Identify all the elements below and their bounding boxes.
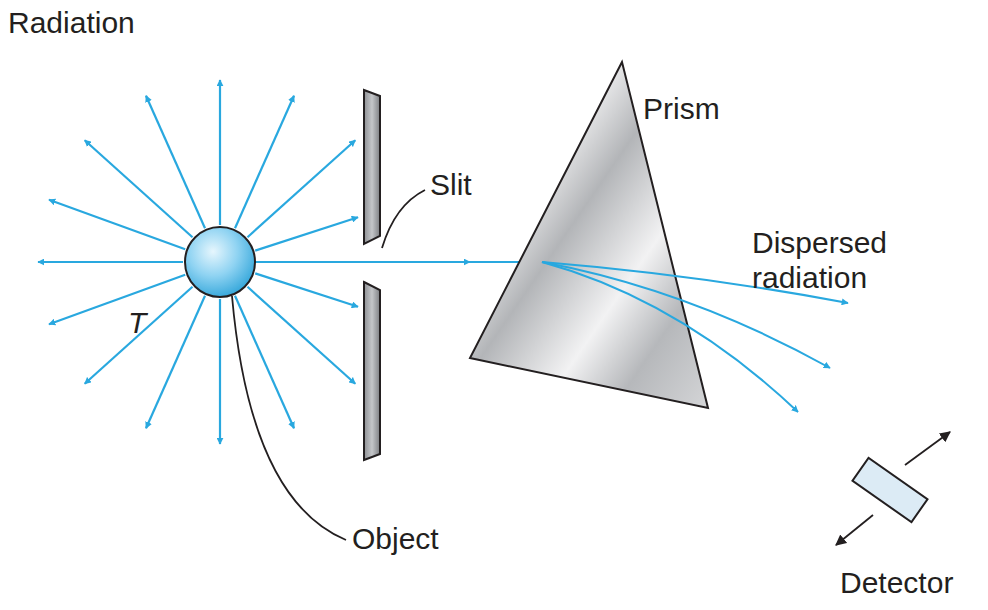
radiation-ray — [248, 140, 356, 237]
leader-line — [382, 190, 425, 248]
radiation-ray — [49, 275, 185, 325]
slit-plate — [364, 90, 380, 244]
radiation-ray — [255, 273, 358, 306]
object-sphere — [185, 227, 255, 297]
prism-label: Prism — [643, 92, 720, 127]
radiation-ray — [85, 140, 193, 237]
slit-label: Slit — [430, 168, 472, 203]
temperature-symbol: T — [128, 306, 146, 341]
object-label: Object — [352, 522, 439, 557]
radiation-ray — [49, 200, 185, 250]
radiation-ray — [255, 217, 358, 250]
radiation-ray — [146, 96, 205, 229]
radiation-ray — [219, 80, 221, 225]
detector-element — [852, 458, 927, 522]
slit-plate — [364, 282, 380, 460]
detector-label: Detector — [840, 566, 953, 601]
beam — [255, 261, 470, 263]
radiation-ray — [85, 287, 193, 384]
radiation-ray — [248, 287, 356, 384]
radiation-ray — [38, 261, 183, 263]
radiation-label: Radiation — [8, 6, 135, 41]
radiation-ray — [146, 296, 205, 429]
dispersed-radiation-label: Dispersed radiation — [752, 226, 952, 295]
radiation-ray — [235, 96, 294, 229]
radiation-ray — [235, 296, 294, 429]
radiation-ray — [219, 299, 221, 444]
motion-arrow — [836, 515, 873, 545]
leader-line — [232, 296, 346, 540]
motion-arrow — [905, 432, 950, 465]
